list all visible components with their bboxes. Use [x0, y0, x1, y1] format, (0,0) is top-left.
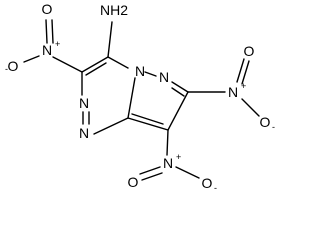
- bond-c7-c8: [167, 91, 189, 131]
- nitro8-o-minus-label: O: [202, 175, 213, 191]
- nitro3-plus-sign: +: [55, 39, 60, 49]
- bond-c8-nitro: [166, 129, 169, 156]
- bond-nitro3-o-top: [45, 19, 48, 44]
- triazine-n-upper-label: N: [79, 95, 89, 111]
- bridge-n-label: N: [135, 63, 145, 79]
- nitro7-plus-sign: +: [241, 81, 246, 91]
- nitro3-n-label: N: [42, 42, 52, 58]
- bond-nitro3-o-top-double: [51, 19, 54, 44]
- nitro-group-7: N + O O -: [228, 43, 275, 132]
- bond-c4-c3-double: [85, 62, 107, 76]
- bond-nitro8-o-minus: [175, 166, 200, 179]
- nitro3-o-minus-label: O: [8, 58, 19, 74]
- bond-c4-nh2: [107, 21, 113, 58]
- amine-label: NH2: [100, 2, 128, 18]
- nitro8-n-label: N: [163, 155, 173, 171]
- nitro7-o-double-label: O: [244, 43, 255, 59]
- bond-c3-nitro: [52, 56, 83, 73]
- nitro7-n-label: N: [228, 84, 238, 100]
- nitro3-minus-sign: -: [5, 64, 8, 74]
- bond-nitro8-o-left: [139, 166, 161, 175]
- bond-n6-c7-double: [171, 87, 185, 97]
- nitro8-minus-sign: -: [214, 183, 217, 193]
- bond-n1-c8a: [93, 117, 129, 135]
- bond-n6-c7: [171, 81, 189, 93]
- nitro-group-3: O N + O -: [5, 1, 60, 74]
- nitro7-o-minus-label: O: [260, 114, 271, 130]
- nitro8-o-double-label: O: [128, 174, 139, 190]
- bond-c8-c8a: [127, 117, 169, 131]
- bond-c8a-n5: [127, 77, 136, 119]
- triazine-n-lower-label: N: [79, 125, 89, 141]
- bond-n5-n6: [144, 71, 157, 77]
- bond-nitro3-o-minus: [23, 55, 40, 63]
- bond-nitro8-o-left-double: [141, 172, 163, 181]
- bond-c4-n5: [107, 56, 129, 69]
- nitro7-minus-sign: -: [272, 122, 275, 132]
- pyrazole-n-label: N: [159, 69, 169, 85]
- nitro-group-8: N + O O -: [128, 152, 217, 193]
- nitro3-o-double-label: O: [42, 1, 53, 17]
- structural-formula: NH2 N N N N O N + O - N + O O - N + O O …: [5, 1, 275, 193]
- bond-c4-c3: [81, 56, 109, 73]
- bond-nitro7-o-top: [236, 58, 245, 83]
- bond-nitro7-o-top-double: [241, 60, 250, 85]
- bond-c8-c8a-double: [131, 113, 164, 125]
- bond-nitro7-o-minus: [241, 98, 260, 117]
- nitro8-plus-sign: +: [176, 152, 181, 162]
